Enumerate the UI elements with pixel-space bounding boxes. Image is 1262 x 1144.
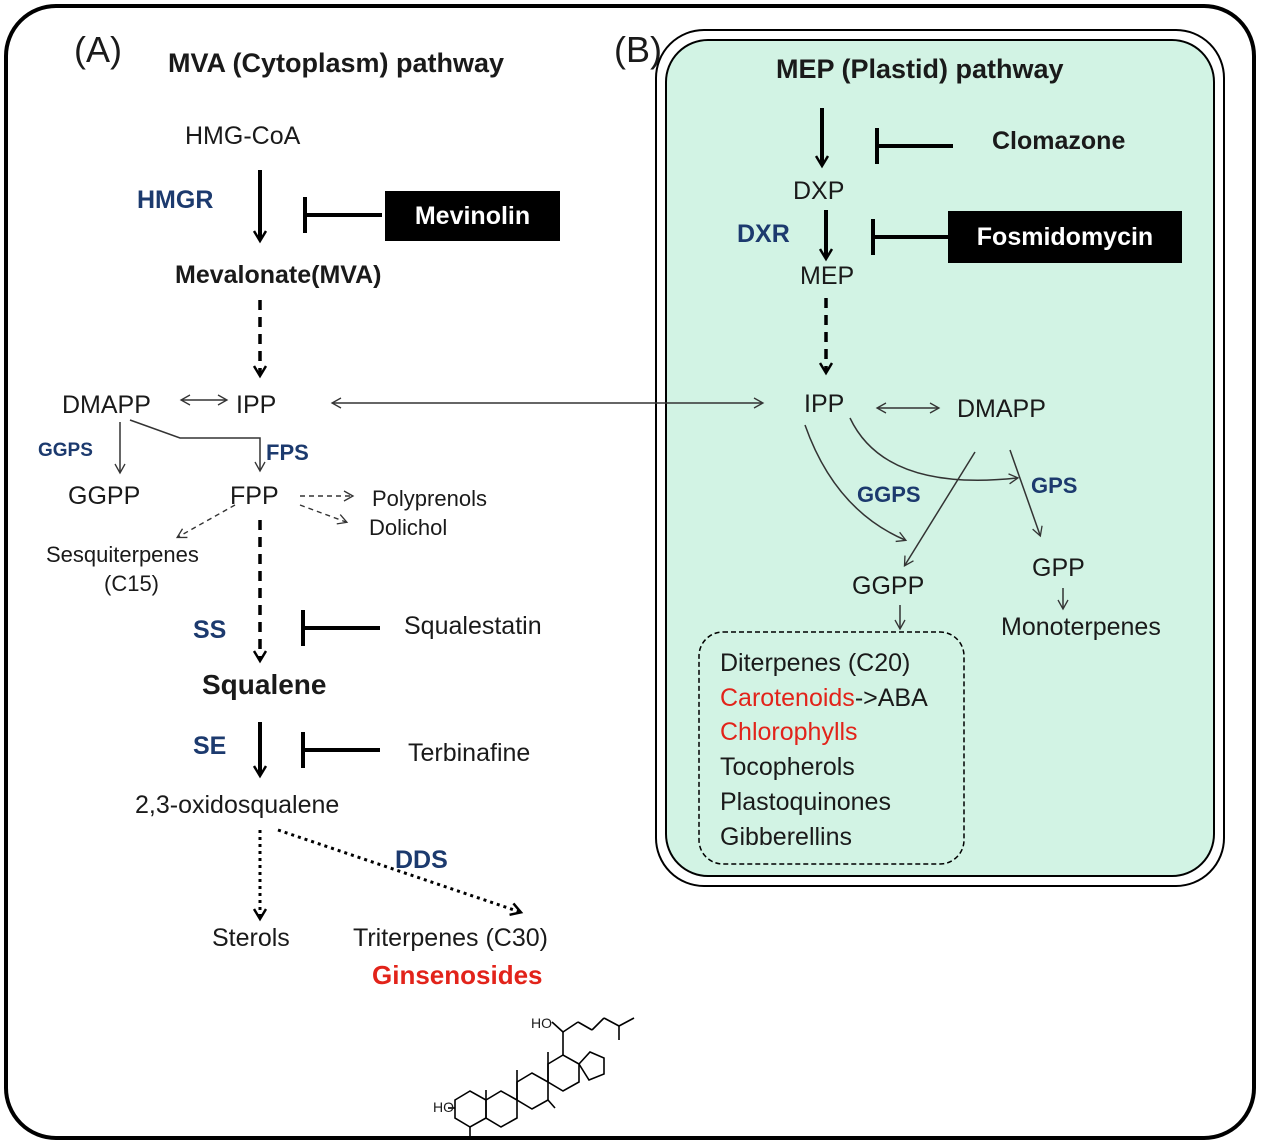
ggpp-label-a: GGPP — [68, 482, 141, 510]
fps-enzyme: FPS — [266, 440, 309, 465]
dmapp-label-a: DMAPP — [62, 391, 151, 419]
dxp-label: DXP — [793, 177, 845, 205]
fpp-label: FPP — [230, 482, 279, 510]
ginsenoside-structure-icon — [448, 1017, 635, 1136]
ggps-enzyme-a: GGPS — [38, 440, 93, 461]
triterpenes-label: Triterpenes (C30) — [353, 924, 548, 952]
gps-enzyme: GPS — [1031, 473, 1078, 498]
product-tocopherols: Tocopherols — [720, 753, 855, 781]
sterols-label: Sterols — [212, 924, 290, 952]
carotenoids-text: Carotenoids — [720, 684, 855, 712]
hmgr-enzyme: HMGR — [137, 186, 214, 214]
ggpp-label-b: GGPP — [852, 572, 925, 600]
dolichol-label: Dolichol — [369, 515, 448, 540]
monoterpenes-label: Monoterpenes — [1001, 613, 1161, 641]
terbinafine-inhibitor: Terbinafine — [408, 739, 531, 767]
mep-label: MEP — [800, 262, 855, 290]
squalestatin-inhibitor: Squalestatin — [404, 612, 542, 640]
ipp-label-a: IPP — [236, 391, 277, 419]
product-gibberellins: Gibberellins — [720, 823, 853, 851]
sesquiterpenes-label: Sesquiterpenes — [46, 542, 199, 567]
gpp-label: GPP — [1032, 554, 1085, 582]
panel-b-label: (B) — [614, 29, 662, 70]
c15-label: (C15) — [104, 571, 160, 596]
fosmidomycin-inhibitor: Fosmidomycin — [948, 211, 1182, 263]
product-carotenoids: Carotenoids->ABA — [720, 686, 928, 711]
polyprenols-label: Polyprenols — [372, 486, 487, 511]
dmapp-label-b: DMAPP — [957, 395, 1046, 423]
mva-pathway-title: MVA (Cytoplasm) pathway — [168, 48, 505, 78]
se-enzyme: SE — [193, 732, 227, 760]
ggps-enzyme-b: GGPS — [857, 482, 921, 507]
mep-pathway-title: MEP (Plastid) pathway — [776, 54, 1064, 84]
dds-enzyme: DDS — [395, 846, 448, 874]
product-diterpenes: Diterpenes (C20) — [720, 649, 911, 677]
mevalonate-label: Mevalonate(MVA) — [175, 261, 382, 289]
product-plastoquinones: Plastoquinones — [720, 788, 891, 816]
oxidosqualene-label: 2,3-oxidosqualene — [135, 791, 340, 819]
hmg-coa-label: HMG-CoA — [185, 122, 301, 150]
hydroxyl-label-bottom: HO — [433, 1099, 454, 1115]
product-chlorophylls: Chlorophylls — [720, 718, 858, 746]
ss-enzyme: SS — [193, 616, 227, 644]
squalene-label: Squalene — [202, 669, 327, 700]
clomazone-inhibitor: Clomazone — [992, 127, 1126, 155]
panel-a-label: (A) — [74, 29, 122, 70]
mevinolin-inhibitor: Mevinolin — [385, 191, 560, 241]
ginsenosides-label: Ginsenosides — [372, 960, 543, 990]
hydroxyl-label-top: HO — [531, 1015, 552, 1031]
aba-suffix: ->ABA — [854, 684, 928, 712]
dxr-enzyme: DXR — [737, 220, 790, 248]
ipp-label-b: IPP — [804, 390, 845, 418]
